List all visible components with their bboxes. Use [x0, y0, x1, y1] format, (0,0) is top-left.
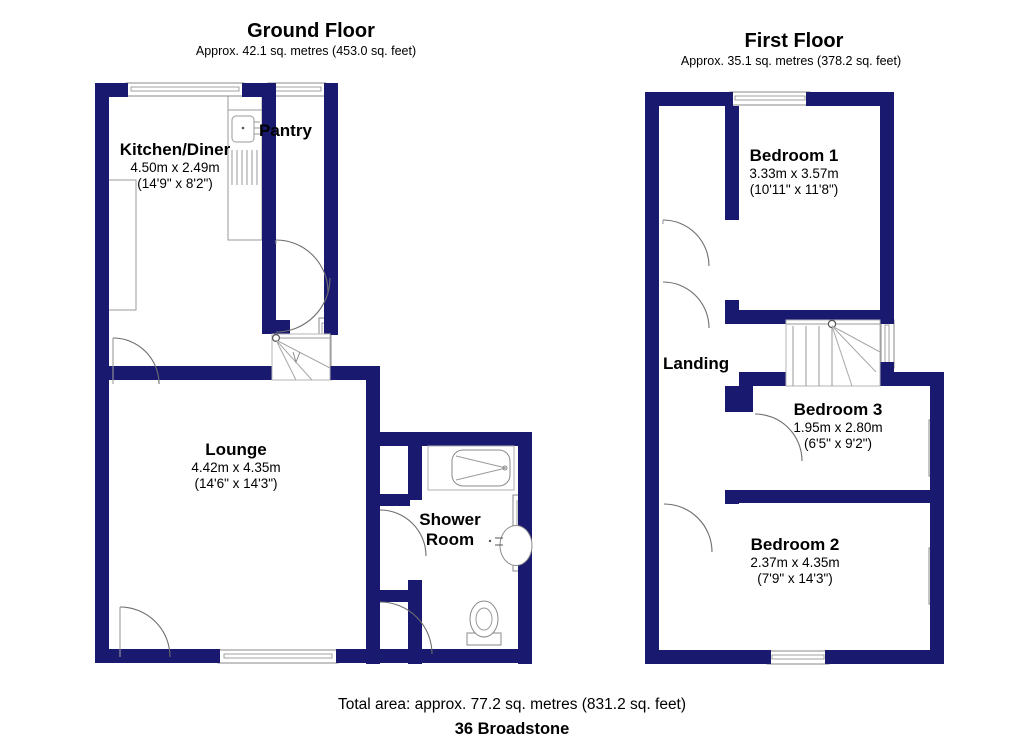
- door-arc-shower: [379, 509, 427, 557]
- room-dim-lounge-imperial: (14'6" x 14'3"): [194, 476, 277, 491]
- ground-floor-title: Ground Floor: [247, 20, 375, 42]
- newel-post-icon: [827, 319, 837, 329]
- wall-ff-bottom-left: [645, 650, 771, 664]
- stair-up-arrow-icon: [292, 351, 301, 364]
- wall-lounge-top: [95, 366, 380, 380]
- basin-taps-icon: [495, 537, 503, 546]
- ground-floor-labels: Kitchen/Diner 4.50m x 2.49m (14'9" x 8'2…: [120, 121, 481, 549]
- stair-winders: [275, 339, 331, 381]
- wall-landing-right-lower: [725, 490, 739, 504]
- wall-lounge-right: [366, 432, 380, 664]
- ground-floor-subtitle: Approx. 42.1 sq. metres (453.0 sq. feet): [196, 44, 416, 58]
- sink-icon: [231, 115, 255, 143]
- wall-pantry-divider: [262, 83, 276, 333]
- sink-plug-icon: [241, 126, 245, 130]
- door-arc-kitchen-hall: [275, 239, 329, 293]
- room-dim-bedroom2-metric: 2.37m x 4.35m: [750, 555, 839, 570]
- hob-icon: [231, 150, 258, 185]
- first-floor-subtitle: Approx. 35.1 sq. metres (378.2 sq. feet): [681, 54, 901, 68]
- toilet-bowl-inner: [475, 607, 493, 631]
- shower-drain-icon: [502, 465, 508, 471]
- wall-shower-lower-stub: [380, 590, 422, 602]
- window-pane: [272, 86, 322, 92]
- door-arc-bedroom3: [754, 413, 803, 462]
- room-dim-lounge-metric: 4.42m x 4.35m: [191, 460, 280, 475]
- wall-top-left: [95, 83, 128, 97]
- wall-ff-bottom-right: [825, 650, 944, 664]
- room-dim-bedroom3-imperial: (6'5" x 9'2"): [804, 436, 872, 451]
- wall-bedroom1-left-upper: [725, 106, 739, 220]
- newel-post-icon: [272, 334, 281, 343]
- stair-treads: [792, 326, 833, 386]
- wall-shower-door-stub: [366, 494, 410, 506]
- window-pane: [130, 86, 240, 92]
- window-pane: [734, 95, 806, 101]
- ground-floor-doors: [112, 239, 433, 658]
- door-arc-lounge-rear: [379, 601, 433, 655]
- shower-room-fixtures: [427, 445, 533, 646]
- room-label-pantry: Pantry: [259, 121, 312, 140]
- room-dim-kitchen-imperial: (14'9" x 8'2"): [137, 176, 213, 191]
- wall-lounge-upper-right: [366, 366, 380, 446]
- window-pane: [771, 654, 825, 660]
- counter-icon: [108, 179, 137, 311]
- total-area-text: Total area: approx. 77.2 sq. metres (831…: [338, 696, 686, 713]
- wall-kitchen-bottom-stub: [262, 320, 290, 334]
- wall-bottom-right: [336, 649, 532, 663]
- staircase-ground: [271, 333, 331, 381]
- wall-ff-bed3-left-stub: [739, 372, 753, 412]
- door-arc-lounge-front: [119, 606, 171, 658]
- wall-exterior-upper-right: [324, 83, 338, 335]
- floor-plan-footer: Total area: approx. 77.2 sq. metres (831…: [338, 696, 686, 738]
- room-label-bedroom-1: Bedroom 1: [750, 146, 839, 165]
- wall-shower-top: [380, 432, 532, 446]
- basin-plug-icon: [488, 539, 492, 543]
- first-floor-doors: [662, 219, 803, 553]
- room-dim-kitchen-metric: 4.50m x 2.49m: [130, 160, 219, 175]
- wall-ff-top-left: [645, 92, 733, 106]
- room-label-bedroom-3: Bedroom 3: [794, 400, 883, 419]
- room-label-shower-room-line1: Shower: [419, 510, 481, 529]
- first-floor-labels: Bedroom 1 3.33m x 3.57m (10'11" x 11'8")…: [663, 146, 883, 586]
- basin-icon: [499, 525, 533, 566]
- wall-ff-exterior-far-right: [930, 372, 944, 664]
- wall-bottom-left: [95, 649, 220, 663]
- stairs-outline: [271, 333, 331, 381]
- window-pane: [884, 324, 890, 364]
- wall-ff-exterior-right-upper: [880, 92, 894, 324]
- property-address: 36 Broadstone: [455, 720, 570, 738]
- wall-shower-partition: [408, 432, 422, 500]
- ground-floor-plan: Kitchen/Diner 4.50m x 2.49m (14'9" x 8'2…: [95, 82, 533, 664]
- ground-floor-header: Ground Floor Approx. 42.1 sq. metres (45…: [196, 20, 416, 58]
- door-arc-bedroom2: [663, 503, 713, 553]
- first-floor-header: First Floor Approx. 35.1 sq. metres (378…: [681, 30, 901, 68]
- stair-winders: [831, 325, 881, 387]
- door-arc-bedroom1-a: [662, 219, 710, 267]
- room-label-landing: Landing: [663, 354, 729, 373]
- room-dim-bedroom3-metric: 1.95m x 2.80m: [793, 420, 882, 435]
- room-label-bedroom-2: Bedroom 2: [751, 535, 840, 554]
- door-arc-kitchen-left: [112, 337, 160, 385]
- room-label-shower-room-line2: Room: [426, 530, 474, 549]
- first-floor-plan: Bedroom 1 3.33m x 3.57m (10'11" x 11'8")…: [645, 91, 944, 665]
- shower-tray-icon: [451, 449, 511, 487]
- door-arc-hall-lounge: [275, 277, 331, 333]
- room-dim-bedroom2-imperial: (7'9" x 14'3"): [757, 571, 833, 586]
- shower-tray-detail: [455, 455, 507, 481]
- wall-ff-top-right: [806, 92, 894, 106]
- room-label-lounge: Lounge: [205, 440, 266, 459]
- first-floor-title: First Floor: [745, 30, 844, 52]
- door-arc-bedroom1-b: [662, 281, 710, 329]
- wall-landing-right-upper: [725, 386, 739, 412]
- wall-ff-exterior-left: [645, 92, 659, 664]
- room-label-kitchen-diner: Kitchen/Diner: [120, 140, 231, 159]
- room-dim-bedroom1-metric: 3.33m x 3.57m: [749, 166, 838, 181]
- wall-bed3-bed2-divider: [739, 490, 944, 503]
- sink-tap-icon: [254, 121, 260, 135]
- room-dim-bedroom1-imperial: (10'11" x 11'8"): [750, 182, 839, 197]
- staircase-first: [785, 319, 881, 387]
- window-pane: [223, 653, 333, 659]
